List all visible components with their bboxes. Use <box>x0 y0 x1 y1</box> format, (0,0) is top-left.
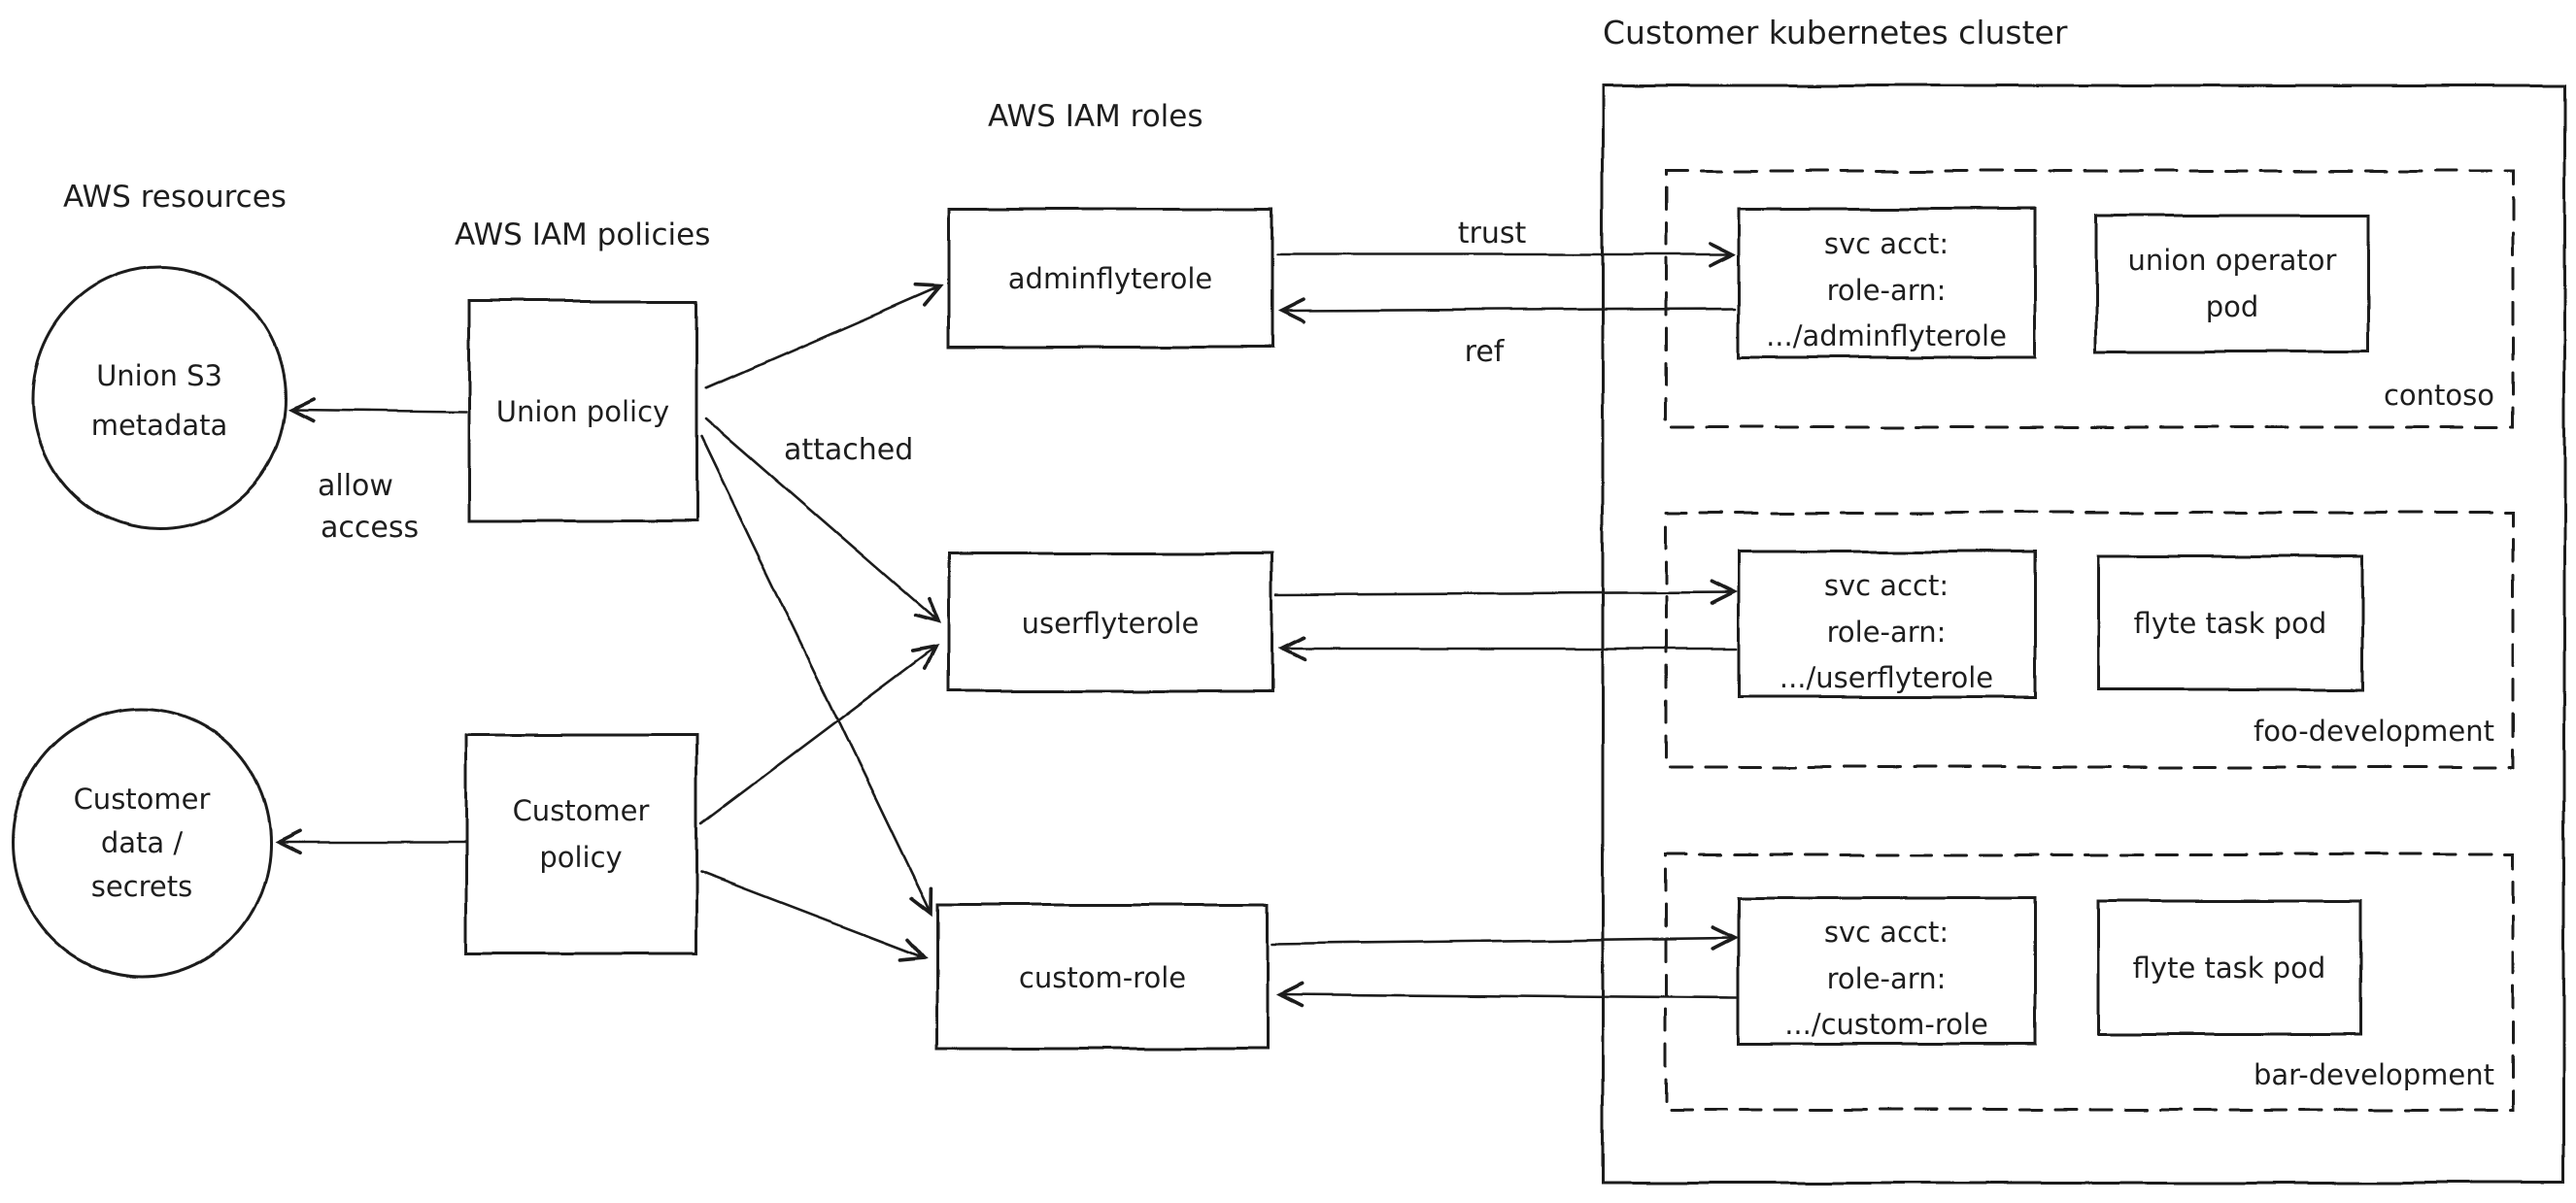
svc-acct-userflyterole-box <box>1737 550 2037 699</box>
userflyterole-trust-arrow <box>1275 579 1739 606</box>
flyte-task-pod-foo-box <box>2096 554 2364 691</box>
svc-acct-adminflyterole-box <box>1737 207 2037 359</box>
namespace-bar-development-label: bar-development <box>2254 1058 2494 1091</box>
customer-data-label-line2: data / <box>101 826 184 859</box>
aws-iam-roles-heading: AWS IAM roles <box>988 99 1203 134</box>
customer-policy-label-line2: policy <box>539 841 622 874</box>
allow-access-arrow <box>287 397 468 423</box>
svc-acct-ref-custom-role-arrow <box>1275 982 1739 1008</box>
svc-acct-custom-role-line1: svc acct: <box>1824 916 1949 949</box>
attached-label: attached <box>784 433 913 467</box>
ref-label: ref <box>1465 335 1506 369</box>
customer-policy-to-custom-role-arrow <box>699 870 929 962</box>
union-operator-pod-label-line1: union operator <box>2128 244 2337 277</box>
union-policy-label: Union policy <box>496 395 669 428</box>
union-s3-label-line2: metadata <box>91 409 228 442</box>
cluster-box <box>1601 84 2566 1185</box>
allow-access-label-line2: access <box>321 511 419 545</box>
svc-acct-userflyterole-line1: svc acct: <box>1824 569 1949 602</box>
union-operator-pod-label-line2: pod <box>2206 290 2259 323</box>
namespace-foo-development-label: foo-development <box>2254 715 2494 748</box>
adminflyterole-label: adminflyterole <box>1008 262 1212 295</box>
trust-label: trust <box>1458 217 1527 251</box>
svc-acct-adminflyterole-line2: role-arn: <box>1827 274 1947 307</box>
union-policy-to-adminflyterole-arrow <box>704 283 944 390</box>
custom-role-trust-arrow <box>1271 925 1740 952</box>
customer-data-label-line3: secrets <box>91 870 193 903</box>
union-policy-box <box>467 299 698 523</box>
namespace-foo-development-box <box>1664 511 2515 769</box>
svc-acct-custom-role-line3: .../custom-role <box>1784 1008 1988 1041</box>
customer-policy-box <box>464 733 698 955</box>
aws-resources-heading: AWS resources <box>63 180 287 215</box>
userflyterole-label: userflyterole <box>1022 607 1200 640</box>
custom-role-box <box>935 903 1270 1051</box>
allow-access-label-line1: allow <box>318 469 393 503</box>
namespace-contoso-label: contoso <box>2384 379 2494 412</box>
svc-acct-adminflyterole-line3: .../adminflyterole <box>1766 319 2007 352</box>
svc-acct-custom-role-line2: role-arn: <box>1827 962 1947 995</box>
aws-iam-policies-heading: AWS IAM policies <box>455 217 710 252</box>
union-operator-pod-box <box>2094 214 2370 353</box>
svc-acct-userflyterole-line3: .../userflyterole <box>1779 661 1993 694</box>
adminflyterole-box <box>947 207 1274 349</box>
svc-acct-adminflyterole-line1: svc acct: <box>1824 227 1949 260</box>
flyte-task-pod-foo-label: flyte task pod <box>2134 607 2327 640</box>
customer-data-label-line1: Customer <box>74 783 211 816</box>
union-policy-to-custom-role-arrow <box>699 435 933 917</box>
svc-acct-custom-role-box <box>1737 896 2037 1046</box>
flyte-task-pod-bar-label: flyte task pod <box>2133 952 2326 985</box>
customer-data-secrets-circle <box>11 707 273 979</box>
flyte-task-pod-bar-box <box>2096 899 2362 1036</box>
union-s3-metadata-circle <box>31 265 288 531</box>
custom-role-label: custom-role <box>1019 961 1186 994</box>
namespace-bar-development-box <box>1664 852 2515 1112</box>
union-policy-to-userflyterole-arrow <box>704 418 942 624</box>
union-s3-label-line1: Union S3 <box>96 359 222 392</box>
svc-acct-ref-adminflyterole-arrow <box>1277 297 1737 324</box>
customer-policy-to-userflyterole-arrow <box>699 644 940 825</box>
svc-acct-userflyterole-line2: role-arn: <box>1827 616 1947 649</box>
customer-policy-label-line1: Customer <box>513 794 650 827</box>
cluster-title: Customer kubernetes cluster <box>1603 14 2068 51</box>
userflyterole-box <box>947 551 1274 693</box>
namespace-contoso-box <box>1664 169 2515 429</box>
